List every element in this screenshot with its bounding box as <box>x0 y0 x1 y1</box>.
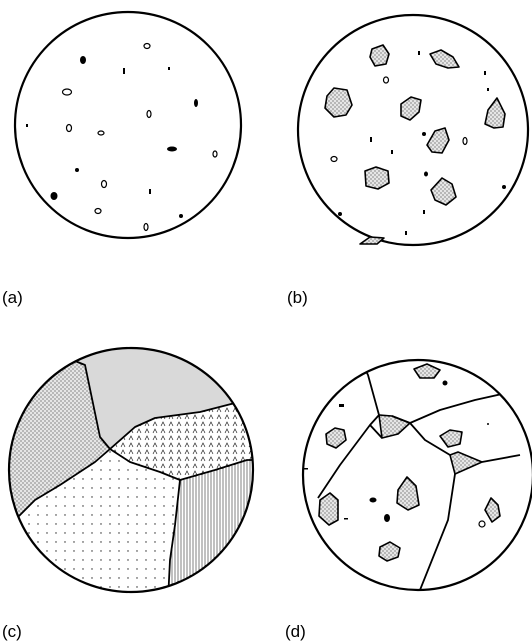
boundary-precipitate <box>450 452 482 474</box>
panel-d <box>303 340 532 590</box>
panel-c-label: (c) <box>2 622 22 641</box>
panel-a-circle <box>15 12 241 238</box>
panel-a <box>15 12 241 238</box>
panel-d-label: (d) <box>285 622 306 641</box>
panel-b-label: (b) <box>287 288 308 307</box>
panel-a-label: (a) <box>2 288 23 307</box>
panel-b-circle <box>298 15 528 245</box>
grain-boundary <box>482 455 520 462</box>
panel-b-precipitates <box>325 45 505 244</box>
panel-b-inclusions <box>331 51 506 235</box>
panel-a-inclusions <box>26 44 217 231</box>
grain-boundary <box>350 340 379 415</box>
grain-boundary <box>410 390 520 423</box>
panel-d-grains <box>304 340 520 590</box>
panel-c <box>0 300 300 600</box>
grain-boundary <box>420 474 455 590</box>
grain-boundary <box>318 415 379 498</box>
boundary-precipitate <box>379 415 410 438</box>
panel-b <box>298 15 528 245</box>
